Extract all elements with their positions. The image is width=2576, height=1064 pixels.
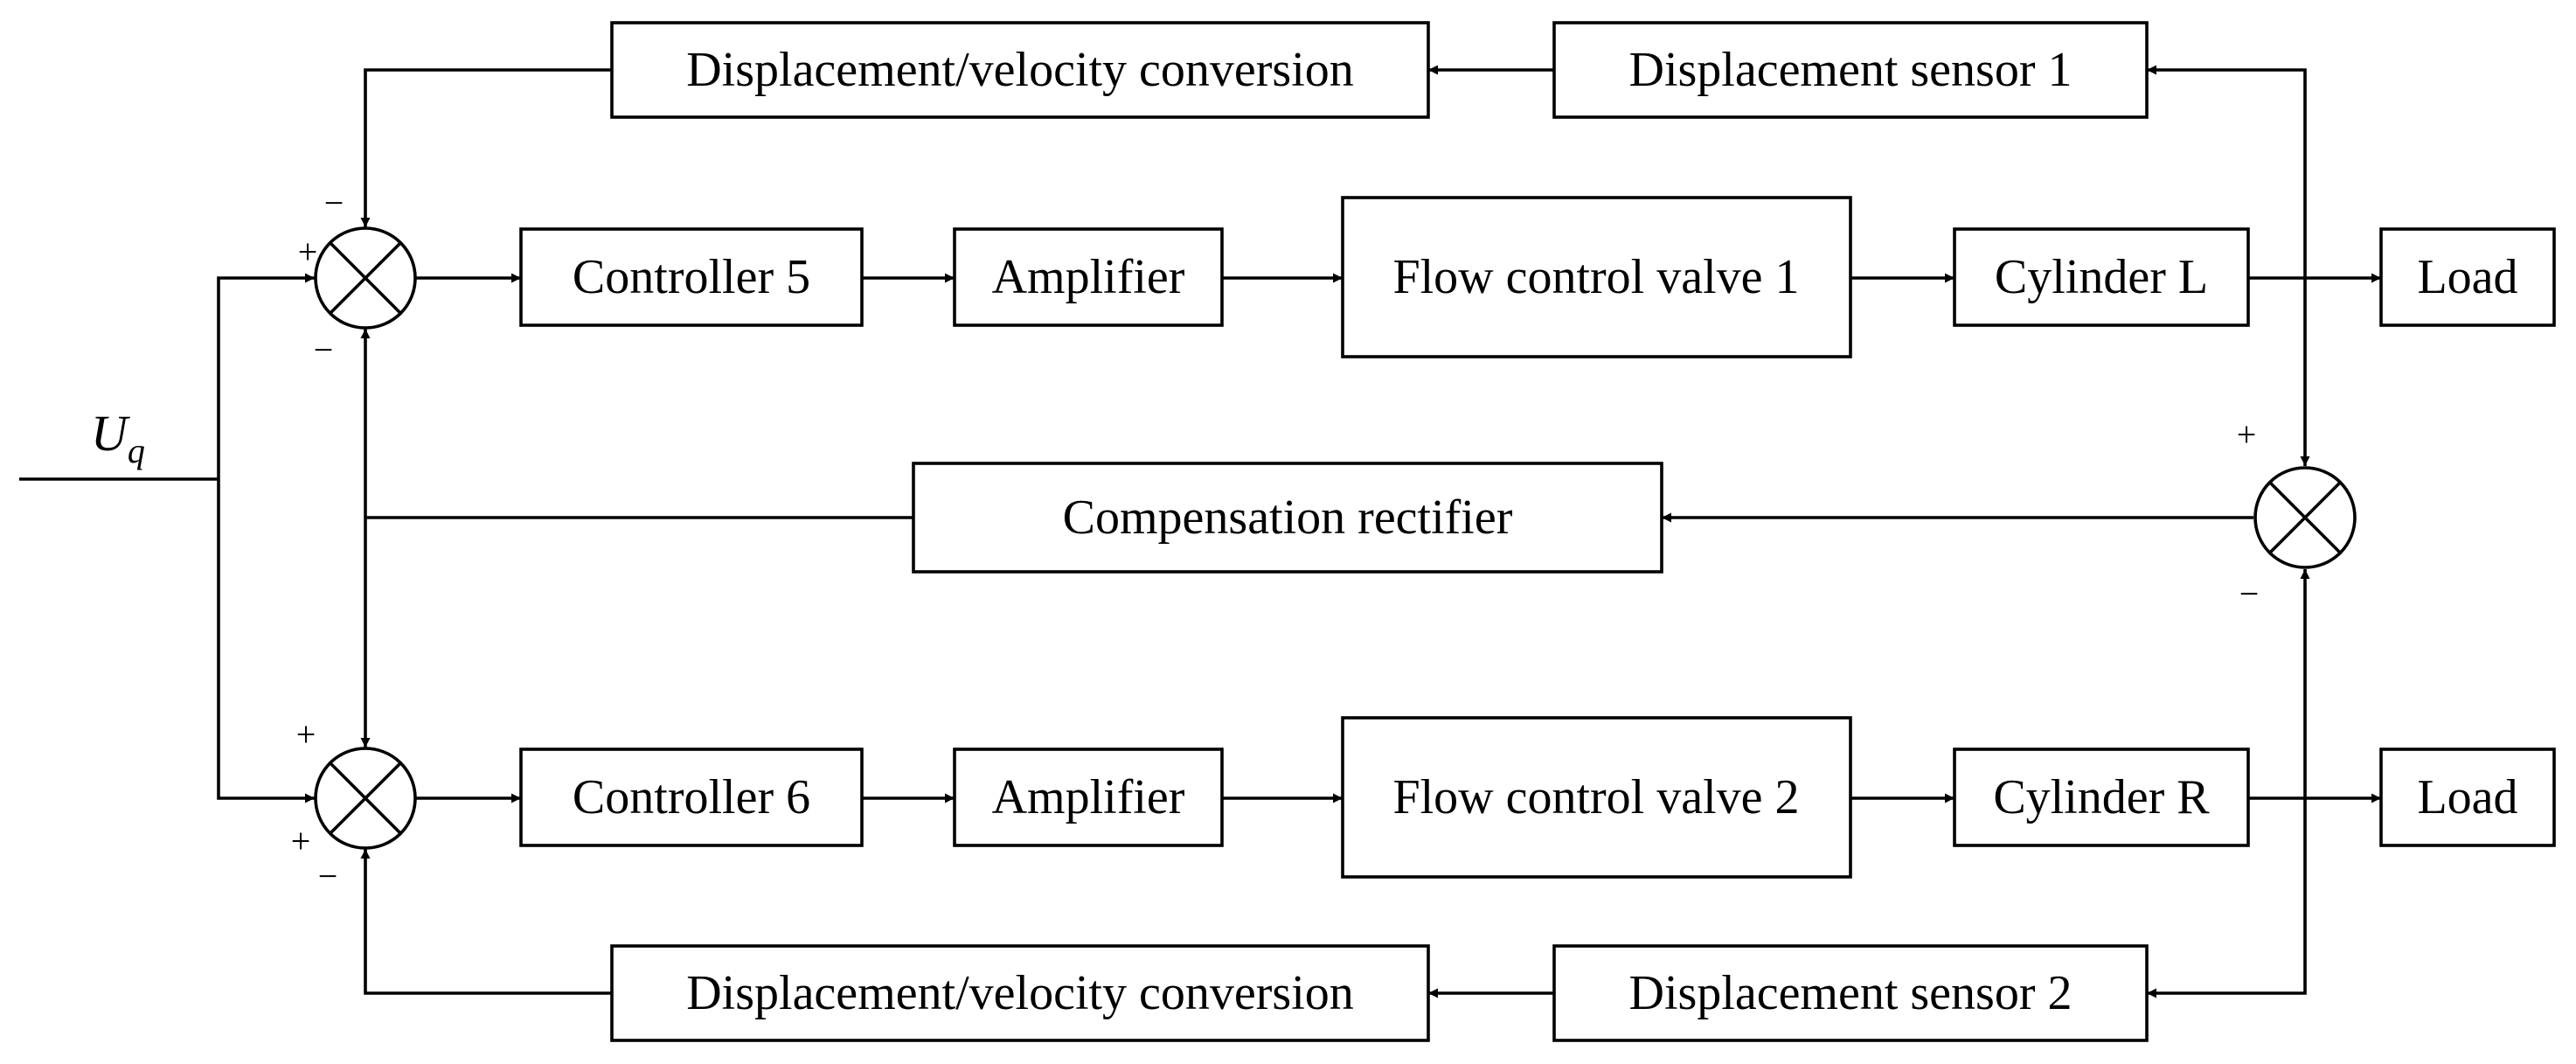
block-load-bottom: Load <box>2379 748 2556 847</box>
block-conversion-bottom: Displacement/velocity conversion <box>610 944 1430 1042</box>
block-controller-6-label: Controller 6 <box>573 770 810 824</box>
block-conversion-top-label: Displacement/velocity conversion <box>686 43 1354 97</box>
block-sensor-1: Displacement sensor 1 <box>1552 21 2149 119</box>
block-conversion-bottom-label: Displacement/velocity conversion <box>686 966 1354 1020</box>
input-symbol: U <box>91 405 131 462</box>
block-compensation-rectifier-label: Compensation rectifier <box>1063 490 1513 545</box>
sign-top-sum-top: − <box>324 184 344 223</box>
block-load-bottom-label: Load <box>2417 770 2517 824</box>
block-amplifier-bottom: Amplifier <box>953 748 1224 847</box>
block-amplifier-top-label: Amplifier <box>992 250 1185 304</box>
block-flow-control-valve-1: Flow control valve 1 <box>1341 196 1852 358</box>
block-cylinder-l: Cylinder L <box>1953 227 2250 327</box>
block-flow-control-valve-2: Flow control valve 2 <box>1341 716 1852 879</box>
block-controller-6: Controller 6 <box>519 748 864 847</box>
block-amplifier-top: Amplifier <box>953 227 1224 327</box>
block-flow-control-valve-2-label: Flow control valve 2 <box>1392 770 1799 824</box>
block-load-top-label: Load <box>2417 250 2517 304</box>
block-flow-control-valve-1-label: Flow control valve 1 <box>1392 250 1799 304</box>
summing-junction-bottom <box>314 747 417 850</box>
block-sensor-1-label: Displacement sensor 1 <box>1629 43 2073 97</box>
sign-top-sum-bottom: − <box>314 330 334 370</box>
block-load-top: Load <box>2379 227 2556 327</box>
block-conversion-top: Displacement/velocity conversion <box>610 21 1430 119</box>
block-cylinder-r: Cylinder R <box>1953 748 2250 847</box>
block-sensor-2: Displacement sensor 2 <box>1552 944 2149 1042</box>
block-controller-5: Controller 5 <box>519 227 864 327</box>
wire-conv-to-bottom-sum <box>360 849 612 995</box>
block-amplifier-bottom-label: Amplifier <box>992 770 1185 824</box>
sign-bottom-sum-top: + <box>296 715 316 755</box>
input-subscript: q <box>128 431 145 470</box>
sign-right-sum-top: + <box>2237 415 2257 455</box>
sign-bottom-sum-left: + <box>291 822 311 861</box>
input-label: Uq <box>91 405 145 470</box>
block-controller-5-label: Controller 5 <box>573 250 810 304</box>
input-branch-top <box>217 273 315 479</box>
block-cylinder-r-label: Cylinder R <box>1993 770 2210 824</box>
block-compensation-rectifier: Compensation rectifier <box>912 462 1663 574</box>
wire-to-sensor1 <box>2147 65 2307 278</box>
summing-junction-top <box>314 226 417 330</box>
block-sensor-2-label: Displacement sensor 2 <box>1629 966 2073 1020</box>
wire-conv-to-top-sum <box>360 68 612 227</box>
sign-right-sum-bottom: − <box>2239 574 2260 614</box>
wire-to-sensor2 <box>2147 798 2307 998</box>
block-cylinder-l-label: Cylinder L <box>1995 250 2208 304</box>
signal-wires <box>19 65 2381 998</box>
summing-junction-right <box>2253 466 2357 569</box>
input-branch-bottom <box>217 479 315 803</box>
sign-bottom-sum-bottom: − <box>318 857 338 896</box>
sign-top-sum-left: + <box>298 233 318 272</box>
